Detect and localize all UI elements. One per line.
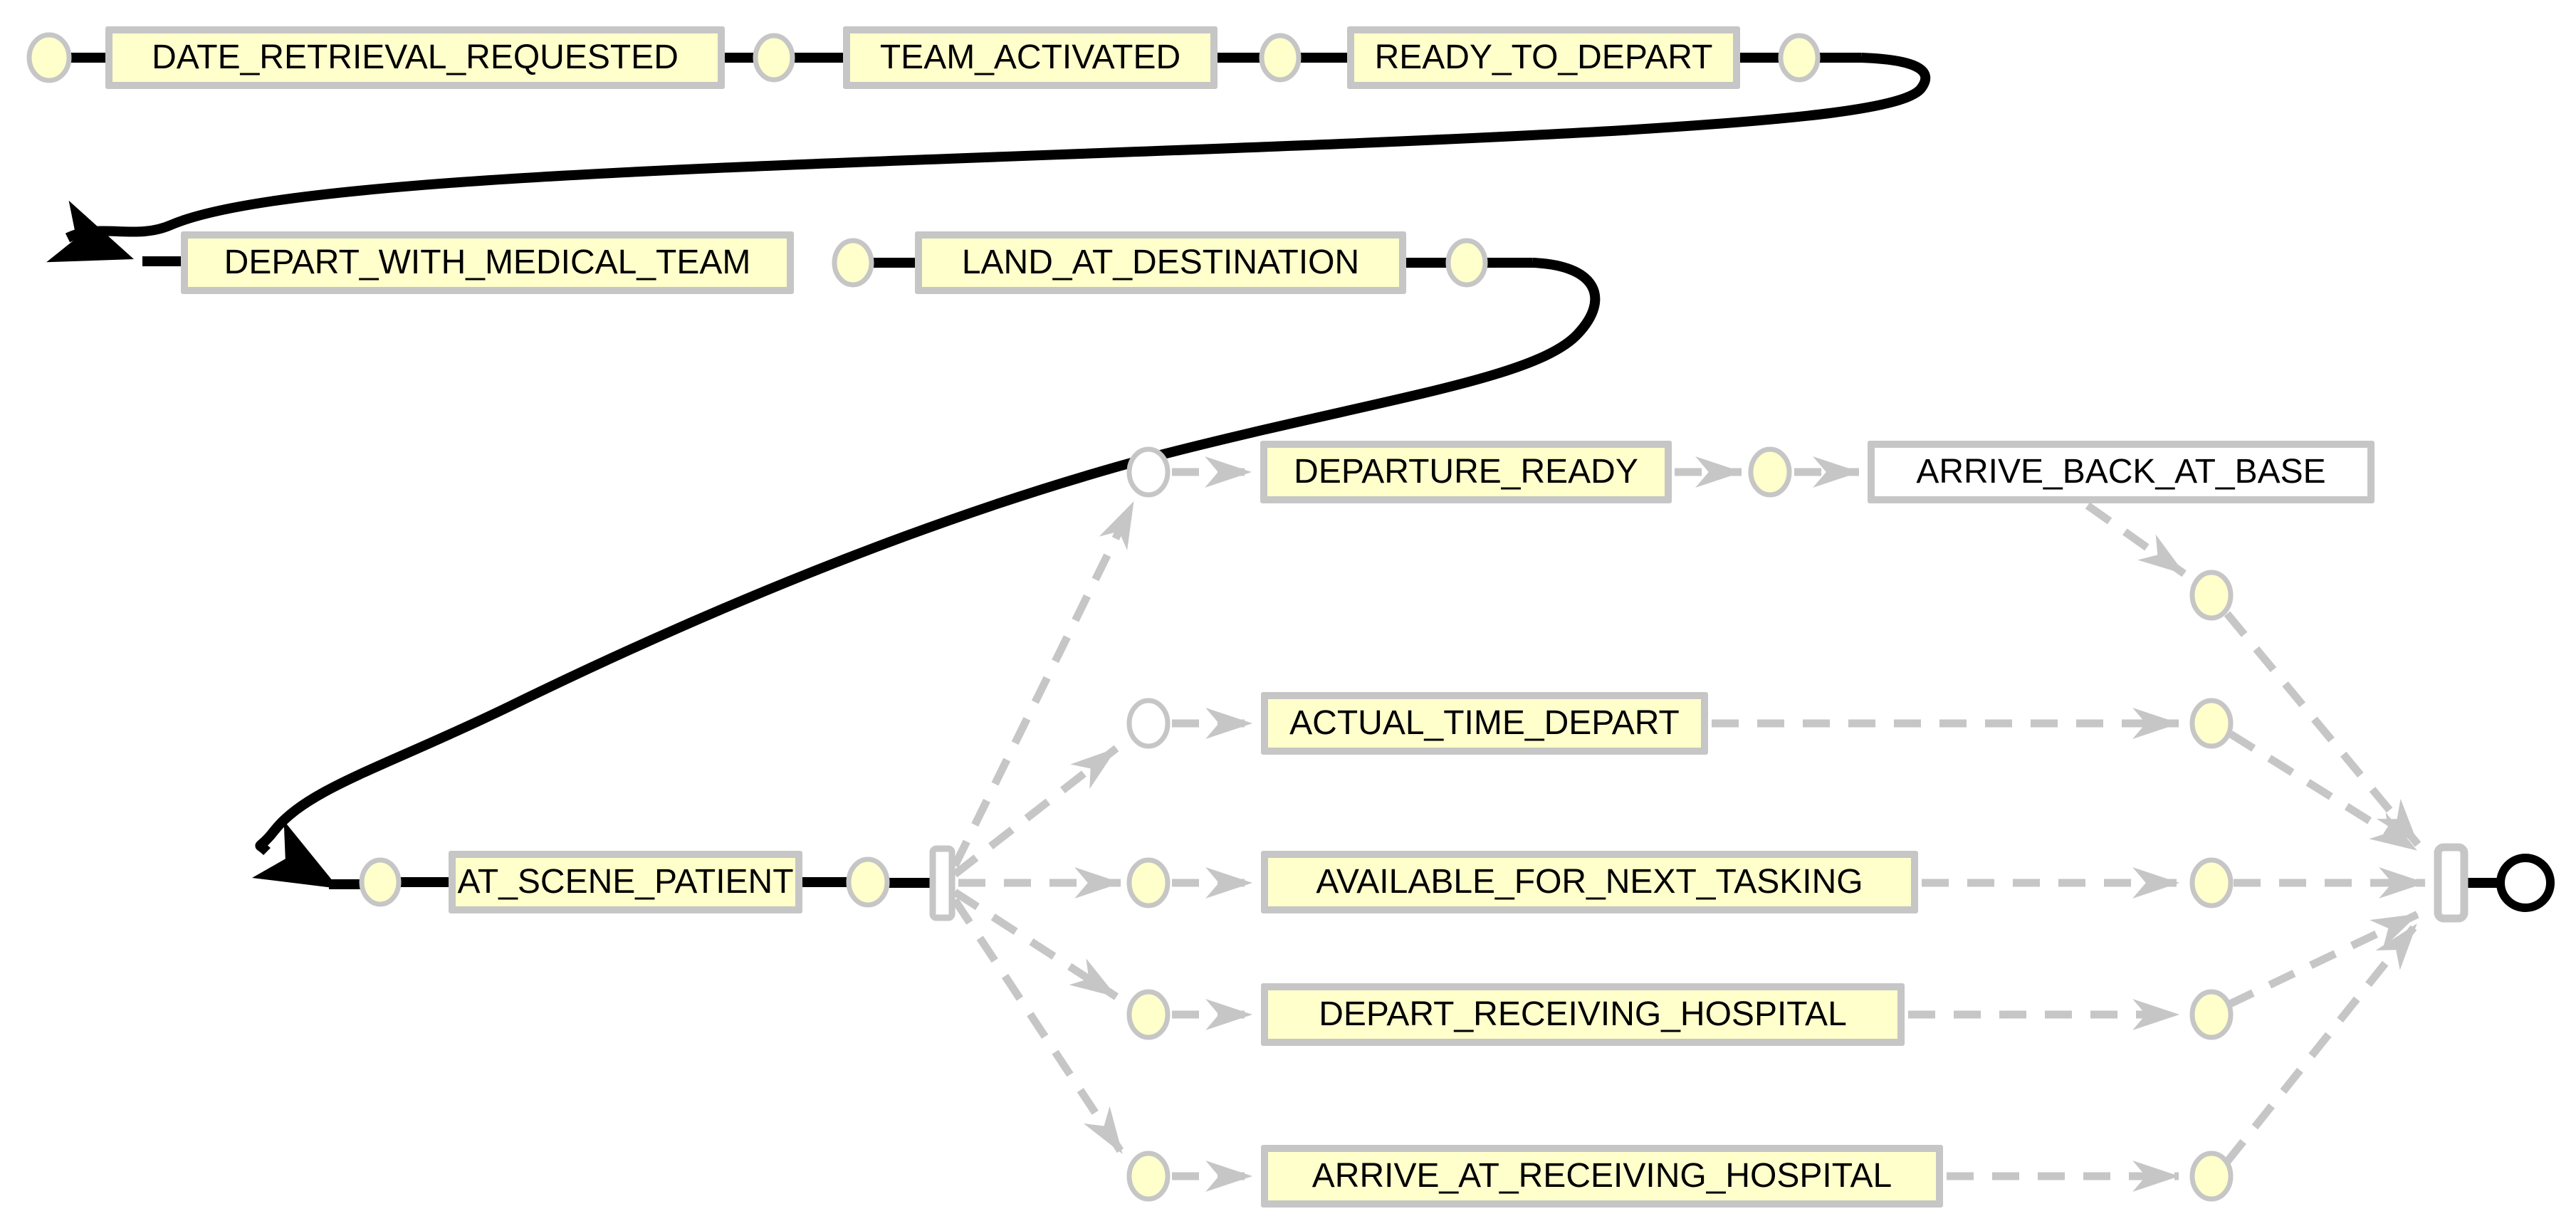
end-node[interactable] — [2496, 854, 2555, 912]
edge-split-to-actual-time-place — [952, 745, 1119, 878]
parallel-split-bar[interactable] — [929, 845, 955, 921]
place-after-arrive-back-at-base[interactable] — [2189, 570, 2234, 621]
activity-departure-ready[interactable]: DEPARTURE_READY — [1260, 441, 1672, 503]
activity-at-scene-patient[interactable]: AT_SCENE_PATIENT — [449, 851, 802, 913]
place-after-land-at-destination[interactable] — [1445, 238, 1488, 288]
loop2-arrowhead-icon — [251, 820, 339, 889]
place-before-departure-ready[interactable] — [1126, 446, 1171, 498]
place-after-actual-time-depart[interactable] — [2189, 698, 2234, 749]
place-before-actual-time-depart[interactable] — [1126, 698, 1171, 749]
place-before-arrive-at-receiving-hospital[interactable] — [1126, 1151, 1171, 1202]
edge-place-to-join-branch5 — [2223, 921, 2420, 1165]
activity-land-at-destination[interactable]: LAND_AT_DESTINATION — [915, 231, 1406, 294]
edge-split-to-depart-receiving-place — [953, 889, 1119, 1000]
place-after-depart-receiving-hospital[interactable] — [2189, 989, 2234, 1040]
activity-team-activated[interactable]: TEAM_ACTIVATED — [843, 26, 1218, 89]
activity-date-retrieval-requested[interactable]: DATE_RETRIEVAL_REQUESTED — [105, 26, 725, 89]
place-after-date-retrieval[interactable] — [753, 33, 795, 83]
place-after-departure-ready[interactable] — [1748, 446, 1792, 498]
activity-depart-receiving-hospital[interactable]: DEPART_RECEIVING_HOSPITAL — [1261, 983, 1905, 1046]
place-after-team-activated[interactable] — [1259, 33, 1302, 83]
activity-arrive-back-at-base[interactable]: ARRIVE_BACK_AT_BASE — [1868, 441, 2375, 503]
loop-edge-row2-to-row3 — [255, 258, 1601, 856]
edge-split-to-departure-ready-place — [951, 500, 1137, 868]
edge-place-to-join-branch2 — [2229, 730, 2419, 854]
place-after-available-for-next-tasking[interactable] — [2189, 857, 2234, 908]
place-after-arrive-at-receiving-hospital[interactable] — [2189, 1151, 2234, 1202]
place-after-at-scene-patient[interactable] — [846, 857, 890, 908]
place-before-depart-receiving-hospital[interactable] — [1126, 989, 1171, 1040]
activity-ready-to-depart[interactable]: READY_TO_DEPART — [1347, 26, 1740, 89]
parallel-edges — [951, 456, 2426, 1192]
place-before-at-scene-patient[interactable] — [359, 857, 402, 907]
edge-arrive-back-to-place — [2085, 502, 2187, 577]
sequence-edges — [65, 53, 2501, 889]
loop-edge-row1-to-row2 — [65, 53, 1931, 243]
edge-split-to-arrive-receiving-place — [951, 897, 1126, 1156]
activity-available-for-next-tasking[interactable]: AVAILABLE_FOR_NEXT_TASKING — [1261, 851, 1918, 913]
loop1-arrowhead-icon — [46, 200, 134, 263]
place-before-available-for-next-tasking[interactable] — [1126, 857, 1171, 908]
activity-depart-with-medical-team[interactable]: DEPART_WITH_MEDICAL_TEAM — [181, 231, 794, 294]
place-after-ready-to-depart[interactable] — [1778, 33, 1821, 83]
parallel-join-bar[interactable] — [2434, 843, 2468, 923]
activity-actual-time-depart[interactable]: ACTUAL_TIME_DEPART — [1261, 692, 1708, 755]
activity-arrive-at-receiving-hospital[interactable]: ARRIVE_AT_RECEIVING_HOSPITAL — [1261, 1145, 1943, 1208]
edge-place-to-join-branch4 — [2226, 911, 2420, 1008]
place-start[interactable] — [26, 32, 72, 83]
edge-place-to-join-branch1 — [2224, 611, 2421, 847]
place-after-depart-with-medical-team[interactable] — [832, 238, 874, 288]
places — [26, 32, 2234, 1202]
